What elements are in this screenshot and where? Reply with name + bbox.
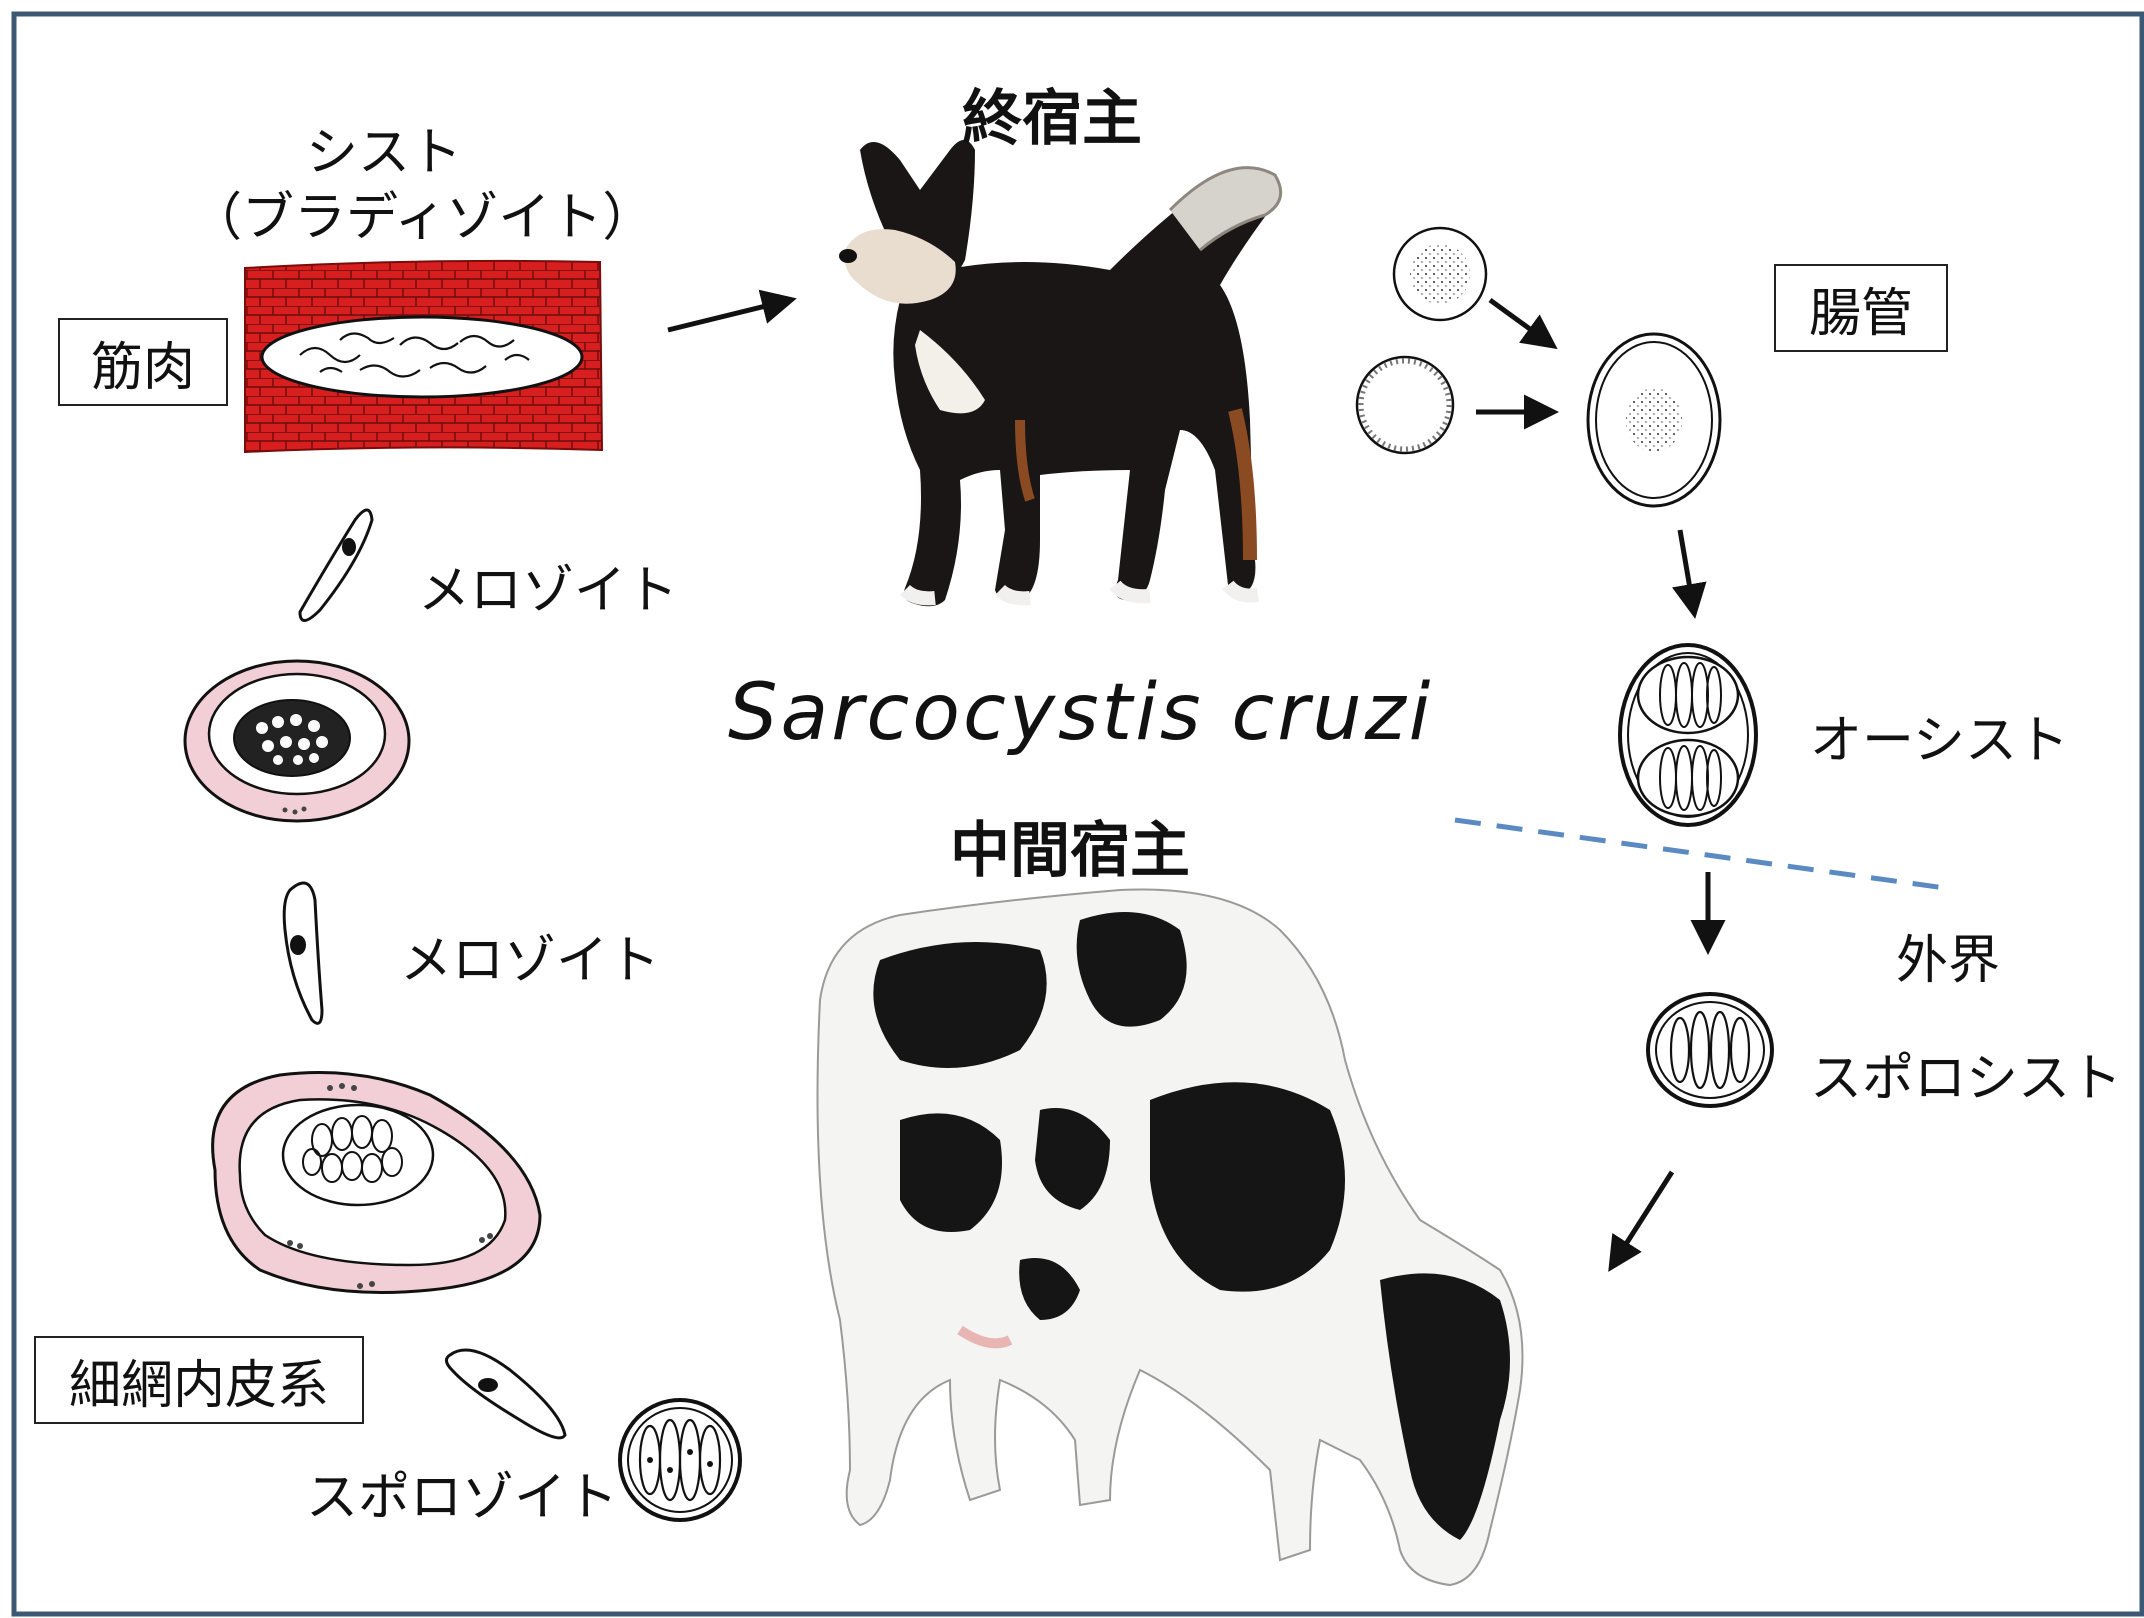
cow-illustration <box>816 888 1524 1587</box>
muscle-label: 筋肉 <box>90 337 195 398</box>
merozoite-1-illustration <box>298 508 374 622</box>
intestine-label: 腸管 <box>1808 283 1913 344</box>
dog-illustration <box>839 140 1283 607</box>
arrow-gametocyte1-to-zygote <box>1488 297 1558 350</box>
arrow-zygote-to-oocyst <box>1672 529 1707 619</box>
muscle-cyst-illustration <box>244 259 604 454</box>
bradyzoite-label: （ブラディゾイト） <box>190 188 655 248</box>
gametocyte-1-illustration <box>1392 226 1488 322</box>
muscle-box: 筋肉 <box>58 318 228 406</box>
merozoite-2-illustration <box>282 881 324 1025</box>
sporozoite-label: スポロゾイト <box>306 1468 619 1528</box>
arrows <box>667 289 1726 1272</box>
arrow-muscle-to-dog <box>667 289 797 333</box>
intestine-box: 腸管 <box>1774 264 1948 352</box>
sporocyst-right-illustration <box>1646 992 1774 1108</box>
oocyst-illustration <box>1618 643 1758 827</box>
merozoite-1-label: メロゾイト <box>418 561 679 621</box>
boundary-line <box>1454 817 1946 891</box>
intermediate-host-title: 中間宿主 <box>950 816 1190 886</box>
outside-label: 外界 <box>1896 931 2001 991</box>
cyst-label: シスト <box>306 123 463 183</box>
sporocyst-left-illustration <box>618 1398 742 1522</box>
reticuloendothelial-label: 細網内皮系 <box>68 1355 329 1416</box>
sporocyst-label: スポロシスト <box>1810 1049 2123 1109</box>
gametocyte-2-illustration <box>1355 355 1455 455</box>
zygote-illustration <box>1586 332 1722 508</box>
definitive-host-title: 終宿主 <box>962 84 1142 154</box>
merozoite-2-label: メロゾイト <box>400 931 661 991</box>
species-name: Sarcocystis cruzi <box>728 668 1434 758</box>
schizont-1-illustration <box>183 659 411 823</box>
arrow-sporocyst-to-cow <box>1608 1170 1675 1272</box>
reticuloendothelial-box: 細網内皮系 <box>34 1336 364 1424</box>
oocyst-label: オーシスト <box>1810 711 2069 771</box>
sporozoite-illustration <box>445 1348 567 1440</box>
schizont-2-illustration <box>211 1071 542 1294</box>
